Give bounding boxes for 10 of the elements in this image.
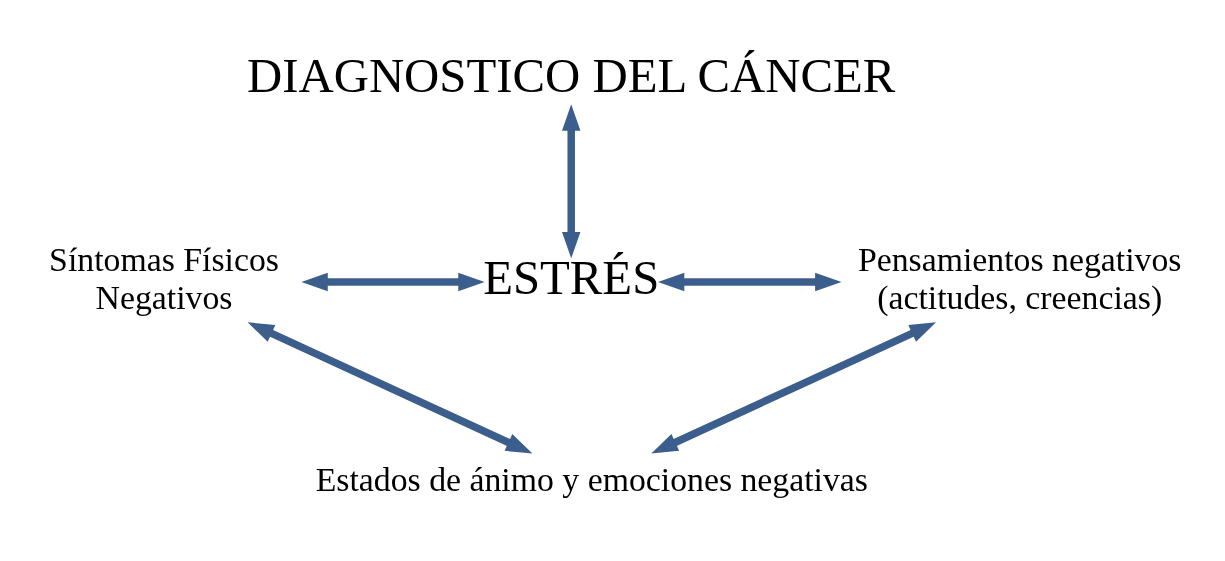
arrow	[657, 272, 842, 291]
arrow	[562, 103, 581, 258]
arrow	[247, 321, 533, 453]
node-text: ESTRÉS	[483, 250, 660, 305]
node-text: Pensamientos negativos (actitudes, creencias)	[857, 240, 1182, 316]
node-text: Estados de ánimo y emociones negativas	[315, 460, 869, 498]
node-text: DIAGNOSTICO DEL CÁNCER	[247, 48, 896, 103]
arrow	[301, 272, 485, 291]
arrow	[651, 321, 937, 453]
node-text: Síntomas Físicos Negativos	[49, 240, 279, 316]
